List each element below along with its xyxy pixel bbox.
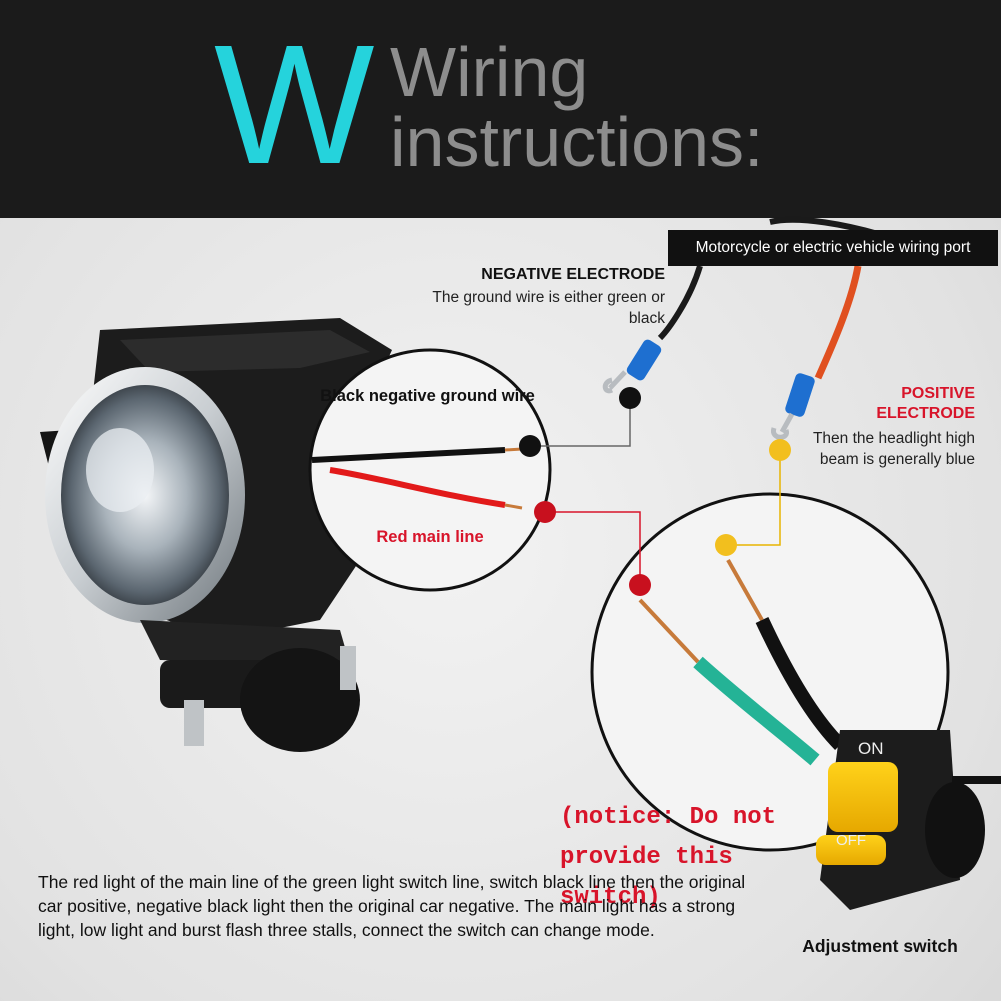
yellow-dot-port <box>769 439 791 461</box>
red-wire-label: Red main line <box>376 528 484 546</box>
negative-heading: NEGATIVE ELECTRODE <box>481 266 665 283</box>
black-wire-label: Black negative ground wire <box>320 387 535 405</box>
positive-text: Then the headlight high beam is generall… <box>812 430 975 468</box>
red-dot-lamp <box>534 501 556 523</box>
header-title-line1: Wiring <box>390 33 589 111</box>
header-banner: W Wiring instructions: <box>0 0 1001 218</box>
header-title-line2: instructions: <box>390 103 764 181</box>
negative-connector <box>602 339 662 394</box>
red-dot-switch <box>629 574 651 596</box>
port-label: Motorcycle or electric vehicle wiring po… <box>668 230 998 266</box>
header-big-letter: W <box>214 10 375 200</box>
notice-text: (notice: Do not provide this switch) <box>560 804 777 911</box>
adjustment-switch-device: ON OFF <box>816 730 1001 910</box>
headlight-lamp <box>40 318 392 752</box>
description-text: The red light of the main line of the gr… <box>38 872 746 940</box>
switch-off-button <box>816 835 886 865</box>
black-dot-port <box>619 387 641 409</box>
switch-caption: Adjustment switch <box>802 936 958 956</box>
lamp-wire-closeup <box>308 348 552 592</box>
negative-text: The ground wire is either green or black <box>432 289 665 327</box>
black-wire-switch <box>755 617 845 750</box>
positive-connector <box>771 373 815 440</box>
orange-cable <box>814 265 862 380</box>
yellow-dot-switch <box>715 534 737 556</box>
green-wire-closeup <box>693 656 820 766</box>
black-dot-lamp <box>519 435 541 457</box>
switch-on-label: ON <box>858 739 884 758</box>
switch-off-label: OFF <box>836 832 866 849</box>
red-wire-closeup <box>329 467 506 508</box>
switch-on-button <box>828 762 898 832</box>
black-wire-closeup <box>311 447 506 463</box>
positive-heading: POSITIVE ELECTRODE <box>876 385 975 422</box>
black-cable <box>657 265 703 341</box>
